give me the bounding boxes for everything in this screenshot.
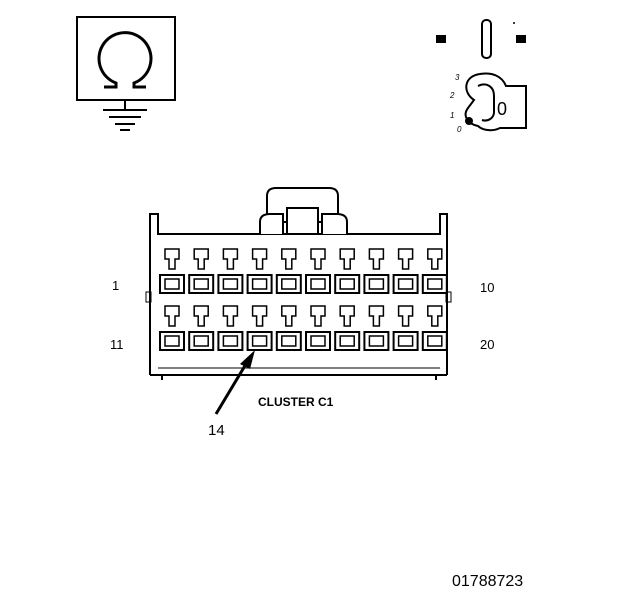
pin-14-terminal <box>251 305 268 327</box>
pin-4 <box>246 248 273 294</box>
pin-12 <box>188 305 215 351</box>
switch-position-1: 1 <box>450 111 454 120</box>
pin-15-socket <box>281 335 297 347</box>
ohm-icon <box>97 31 153 89</box>
pin-2-terminal <box>193 248 209 270</box>
pin-19-socket <box>397 335 414 347</box>
pin-14-socket <box>251 335 268 347</box>
pin-11 <box>159 305 185 351</box>
switch-position-pointer <box>465 117 473 125</box>
pin-16 <box>305 305 331 351</box>
pin-7 <box>334 248 361 294</box>
pin-14 <box>246 305 273 351</box>
switch-position-2: 2 <box>449 91 455 100</box>
ignition-switch: 0 3 2 1 0 <box>436 19 527 134</box>
ignition-key-icon <box>464 72 527 132</box>
pin-8-socket <box>368 278 385 290</box>
row1-end-label: 10 <box>480 280 494 295</box>
switch-blade <box>481 19 492 59</box>
pin-3-terminal <box>222 248 239 270</box>
pin-1-socket <box>164 278 180 290</box>
connector-side-notch-left <box>145 291 152 303</box>
pin-19-terminal <box>397 305 414 327</box>
pin-4-terminal <box>251 248 268 270</box>
switch-dot <box>513 22 515 24</box>
pin-3-socket <box>222 278 239 290</box>
pin-18-terminal <box>368 305 385 327</box>
pin-10-socket <box>427 278 443 290</box>
pin-7-socket <box>339 278 355 290</box>
pin-9 <box>392 248 419 294</box>
switch-right-contact <box>516 35 526 43</box>
pin-13 <box>217 305 244 351</box>
pin-18-socket <box>368 335 385 347</box>
probe-pin-label: 14 <box>208 422 225 439</box>
pin-1-terminal <box>164 248 180 270</box>
row2-end-label: 20 <box>480 337 494 352</box>
pin-7-terminal <box>339 248 355 270</box>
ohmmeter-frame <box>76 16 176 101</box>
pin-11-socket <box>164 335 180 347</box>
pin-20-terminal <box>427 305 443 327</box>
pin-12-socket <box>193 335 209 347</box>
switch-position-3: 3 <box>455 73 460 82</box>
pin-2-socket <box>193 278 209 290</box>
pin-10 <box>421 248 448 294</box>
pin-15-terminal <box>281 305 297 327</box>
pin-8 <box>363 248 390 294</box>
pin-16-socket <box>310 335 326 347</box>
pin-10-terminal <box>427 248 443 270</box>
connector-pins <box>159 248 448 351</box>
ohmmeter-symbol <box>76 16 176 131</box>
pin-6-terminal <box>310 248 326 270</box>
pin-9-terminal <box>397 248 414 270</box>
pin-17 <box>334 305 361 351</box>
pin-4-socket <box>251 278 268 290</box>
switch-left-contact <box>436 35 446 43</box>
pin-20 <box>421 305 448 351</box>
row2-start-label: 11 <box>110 337 124 352</box>
row1-start-label: 1 <box>112 278 119 293</box>
pin-9-socket <box>397 278 414 290</box>
ground-icon <box>103 100 147 131</box>
pin-13-terminal <box>222 305 239 327</box>
pin-15 <box>275 305 302 351</box>
pin-17-terminal <box>339 305 355 327</box>
pin-8-terminal <box>368 248 385 270</box>
pin-17-socket <box>339 335 355 347</box>
pin-20-socket <box>427 335 443 347</box>
connector-side-notch-right <box>445 291 452 303</box>
pin-6-socket <box>310 278 326 290</box>
pin-18 <box>363 305 390 351</box>
connector-name-label: CLUSTER C1 <box>258 395 334 409</box>
connector-latch <box>259 187 348 235</box>
pin-16-terminal <box>310 305 326 327</box>
connector-body <box>145 213 452 380</box>
switch-position-0: 0 <box>457 125 462 134</box>
pin-2 <box>188 248 215 294</box>
pin-6 <box>305 248 331 294</box>
pin-13-socket <box>222 335 239 347</box>
pin-19 <box>392 305 419 351</box>
pin-5-socket <box>281 278 297 290</box>
pin-5-terminal <box>281 248 297 270</box>
probe-arrow <box>214 350 255 415</box>
pin-1 <box>159 248 185 294</box>
figure-id: 01788723 <box>452 573 523 590</box>
pin-11-terminal <box>164 305 180 327</box>
key-position-label: 0 <box>497 99 507 119</box>
pin-3 <box>217 248 244 294</box>
pin-5 <box>275 248 302 294</box>
switch-position-labels: 3 2 1 0 <box>449 73 462 134</box>
pin-12-terminal <box>193 305 209 327</box>
